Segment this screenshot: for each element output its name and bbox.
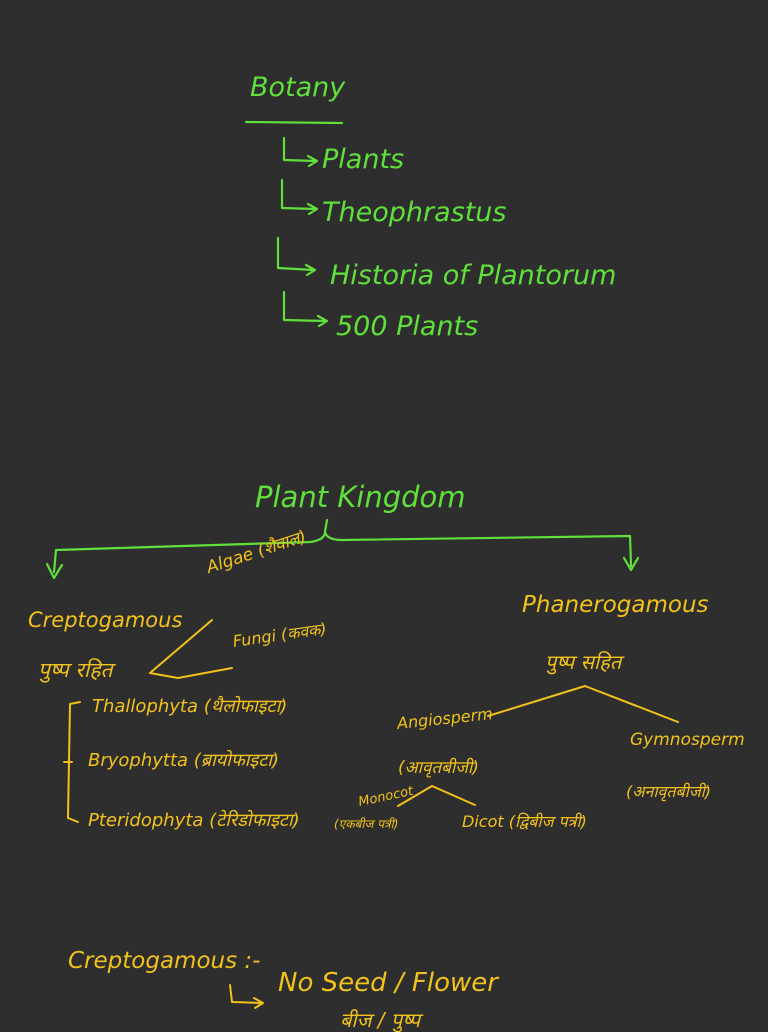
- arrow-plants: [282, 136, 319, 168]
- dicot-label: Dicot (द्विबीज पत्री): [462, 812, 587, 831]
- note-title: Creptogamous :-: [68, 948, 261, 974]
- arrow-500plants: [282, 290, 329, 328]
- angio-split: [397, 785, 476, 807]
- kingdom-title: Plant Kingdom: [255, 480, 466, 514]
- thallophyta-label: Thallophyta (थैलोफाइटा): [92, 696, 288, 717]
- note-line-1: No Seed / Flower: [278, 968, 498, 998]
- phanero-split: [487, 685, 679, 723]
- monocot-hindi: (एकबीज पत्री): [334, 817, 399, 831]
- creptogamous-hindi: पुष्प रहित: [38, 658, 113, 682]
- note-line-2: बीज / पुष्प: [340, 1008, 421, 1032]
- angiosperm-hindi: (आवृतबीजी): [398, 758, 479, 778]
- phanerogamous-hindi: पुष्प सहित: [545, 650, 622, 674]
- algae-branch: [149, 619, 213, 674]
- botany-item-500plants: 500 Plants: [336, 311, 479, 342]
- gymnosperm-hindi: (अनावृतबीजी): [626, 782, 712, 801]
- pteridophyta-label: Pteridophyta (टेरिडोफाइटा): [88, 810, 300, 831]
- creptogamous-label: Creptogamous: [28, 608, 183, 632]
- gymnosperm-label: Gymnosperm: [630, 730, 745, 750]
- botany-title: Botany: [250, 72, 346, 103]
- arrow-theophrastus: [280, 178, 319, 216]
- phanerogamous-label: Phanerogamous: [522, 592, 709, 618]
- botany-underline: [244, 120, 344, 125]
- arrow-historia: [276, 236, 317, 277]
- botany-item-historia: Historia of Plantorum: [330, 260, 617, 291]
- fungi-branch: [149, 667, 233, 679]
- bryophyta-label: Bryophytta (ब्रायोफाइटा): [88, 750, 279, 771]
- botany-item-theophrastus: Theophrastus: [322, 197, 507, 228]
- botany-item-plants: Plants: [322, 144, 405, 175]
